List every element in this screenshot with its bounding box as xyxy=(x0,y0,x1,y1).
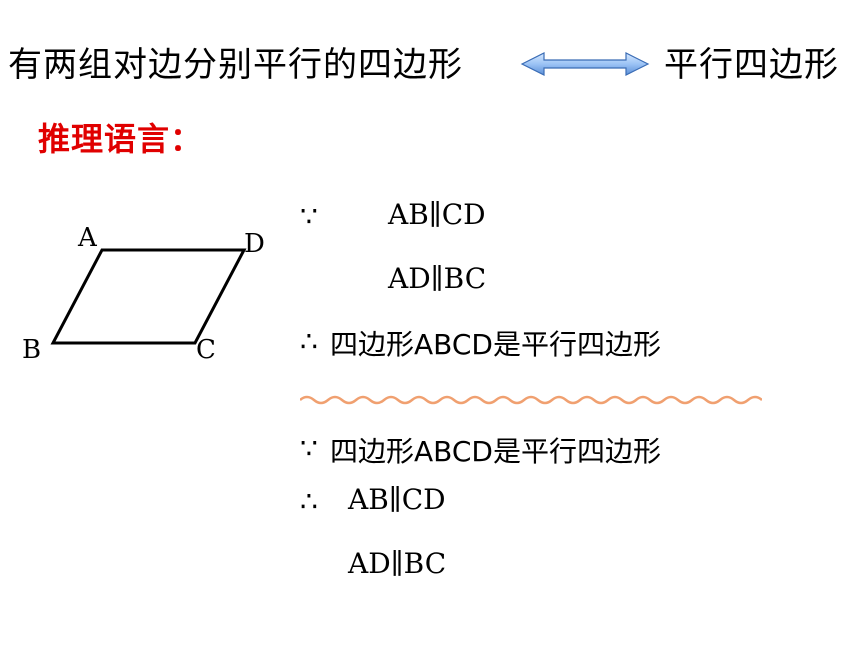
parallelogram-shape xyxy=(50,248,247,345)
definition-result-text: 平行四边形 xyxy=(664,45,839,85)
wavy-divider xyxy=(299,392,763,411)
therefore-symbol: ∴ xyxy=(300,325,318,358)
double-headed-arrow-icon xyxy=(520,50,650,82)
vertex-b-label: B xyxy=(22,335,41,365)
premise-parallelogram: 四边形ABCD是平行四边形 xyxy=(330,435,661,468)
because-symbol: ∵ xyxy=(300,200,318,233)
conclusion-ab-parallel-cd: AB∥CD xyxy=(348,483,446,516)
vertex-a-label: A xyxy=(77,223,98,253)
vertex-c-label: C xyxy=(196,335,216,365)
conclusion-parallelogram: 四边形ABCD是平行四边形 xyxy=(330,328,661,361)
parallelogram-figure: A D B C xyxy=(18,212,278,376)
reasoning-language-heading: 推理语言： xyxy=(38,120,204,158)
premise-ad-parallel-bc: AD∥BC xyxy=(388,262,487,295)
therefore-symbol-2: ∴ xyxy=(300,485,318,518)
conclusion-ad-parallel-bc: AD∥BC xyxy=(348,547,447,580)
premise-ab-parallel-cd: AB∥CD xyxy=(388,198,486,231)
definition-text: 有两组对边分别平行的四边形 xyxy=(8,45,463,85)
vertex-d-label: D xyxy=(244,229,265,259)
because-symbol-2: ∵ xyxy=(300,432,318,465)
